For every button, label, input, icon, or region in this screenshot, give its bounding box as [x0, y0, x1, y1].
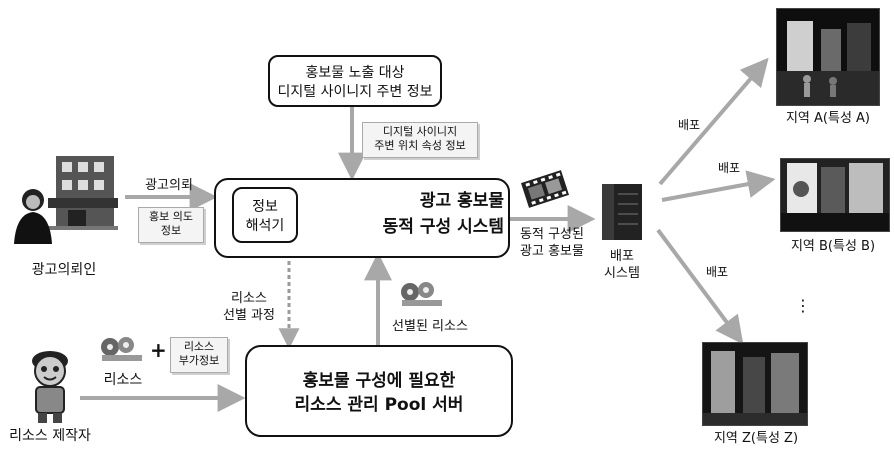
- resource-label: 리소스: [103, 372, 143, 388]
- region-b-photo: [780, 158, 890, 232]
- edge-label-a: 배포: [678, 118, 701, 132]
- film-reel-icon-creator: [100, 335, 144, 363]
- region-a-photo: [776, 8, 880, 106]
- edge-label-b: 배포: [718, 161, 741, 175]
- system-title: 광고 홍보물 동적 구성 시스템: [382, 191, 504, 237]
- arrow-to-region-b: [661, 170, 776, 202]
- resource-pool-server: 홍보물 구성에 필요한 리소스 관리 Pool 서버: [245, 345, 513, 437]
- promotion-intent-note: 홍보 의도 정보: [138, 207, 204, 243]
- location-attribute-note: 디지털 사이니지 주변 위치 속성 정보: [362, 122, 478, 158]
- building-icon: [18, 148, 118, 244]
- server-rack-icon: [598, 180, 646, 242]
- advertiser-label: 광고의뢰인: [31, 262, 97, 278]
- dynamic-composition-system: 정보 해석기 광고 홍보물 동적 구성 시스템: [214, 178, 510, 258]
- creator-label: 리소스 제작자: [9, 428, 91, 444]
- output-label: 동적 구성된 광고 홍보물: [520, 227, 584, 259]
- request-label: 광고의뢰: [145, 178, 193, 193]
- info-analyzer: 정보 해석기: [232, 187, 298, 243]
- film-strip-icon: [520, 168, 570, 210]
- distribution-system-label: 배포 시스템: [604, 249, 640, 281]
- resource-selection-label: 리소스 선별 과정: [223, 291, 275, 323]
- arrow-to-region-a: [658, 57, 769, 186]
- mascot-icon: [22, 345, 78, 425]
- edge-label-z: 배포: [706, 265, 729, 279]
- film-reel-icon: [400, 280, 444, 308]
- resource-extra-info-note: 리소스 부가정보: [170, 337, 228, 373]
- region-z-photo: [702, 342, 808, 426]
- region-z-label: 지역 Z(특성 Z): [713, 431, 799, 446]
- signage-info-box: 홍보물 노출 대상 디지털 사이니지 주변 정보: [268, 55, 442, 107]
- selected-resource-label: 선별된 리소스: [392, 319, 468, 334]
- arrow-to-region-z: [656, 228, 744, 345]
- woman-icon: [10, 186, 56, 244]
- more-regions-ellipsis: ⋮: [795, 296, 811, 315]
- region-a-label: 지역 A(특성 A): [785, 111, 871, 126]
- plus-sign: +: [150, 338, 167, 362]
- region-b-label: 지역 B(특성 B): [790, 239, 876, 254]
